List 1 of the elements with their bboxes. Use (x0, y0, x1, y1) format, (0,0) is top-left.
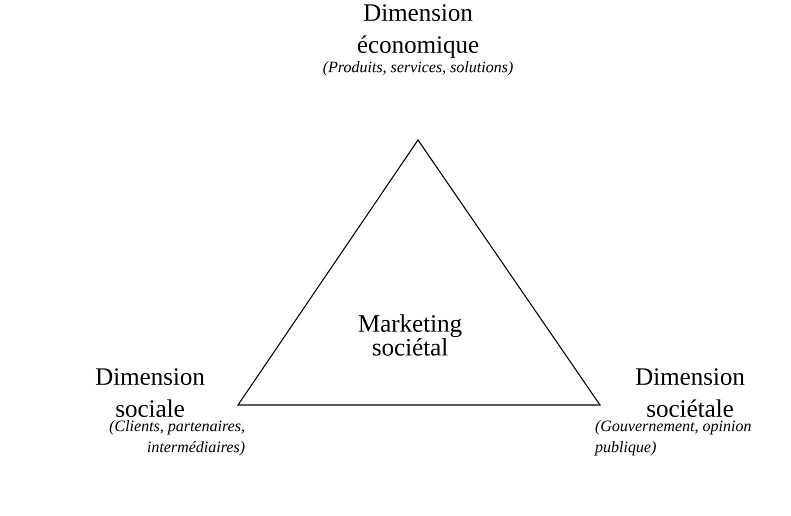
dimension-label: Dimension économique (Produits, services, solutions) (323, 4, 513, 76)
